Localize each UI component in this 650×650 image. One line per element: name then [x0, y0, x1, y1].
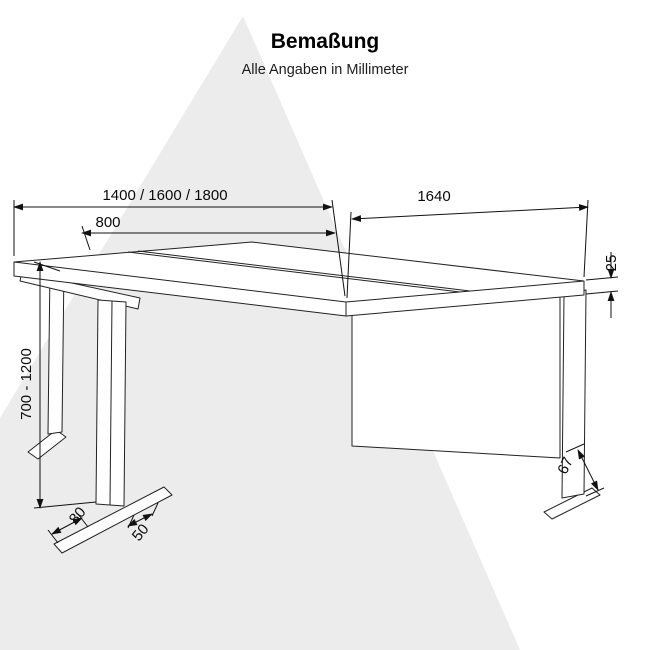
- dimension-lines: [13, 199, 619, 544]
- tabletop: [13, 241, 585, 317]
- front-left-leg: [19, 271, 173, 554]
- width-dimension: [13, 199, 346, 297]
- desk-structure: [13, 241, 601, 554]
- front-left-foot: [53, 486, 173, 554]
- top-thickness-dimension: [585, 252, 619, 318]
- single-depth-dimension: [81, 225, 336, 251]
- foot-height-dimension: [127, 502, 159, 529]
- front-left-arm: [19, 271, 141, 310]
- total-depth-dimension-label: 1640: [417, 188, 451, 205]
- height-dimension: [33, 261, 97, 509]
- tabletop-silhouette: [13, 241, 585, 317]
- width-dimension-label: 1400 / 1600 / 1800: [102, 187, 228, 204]
- rear-foot-dimension: [565, 443, 605, 497]
- front-left-column-profile-line: [109, 300, 113, 506]
- foot-width-dimension: [47, 513, 89, 544]
- total-depth-dimension: [346, 199, 589, 299]
- tabletop-seam-far: [137, 250, 471, 292]
- page-subtitle: Alle Angaben in Millimeter: [241, 62, 409, 78]
- page-title: Bemaßung: [270, 30, 380, 53]
- top-thickness-dimension-label: 25: [603, 254, 620, 272]
- height-dimension-label: 700 - 1200: [18, 348, 35, 420]
- single-depth-dimension-label: 800: [95, 214, 121, 231]
- side-panel: [351, 295, 561, 459]
- tabletop-seam-near: [127, 251, 461, 293]
- background-watermark-triangle: [0, 16, 520, 650]
